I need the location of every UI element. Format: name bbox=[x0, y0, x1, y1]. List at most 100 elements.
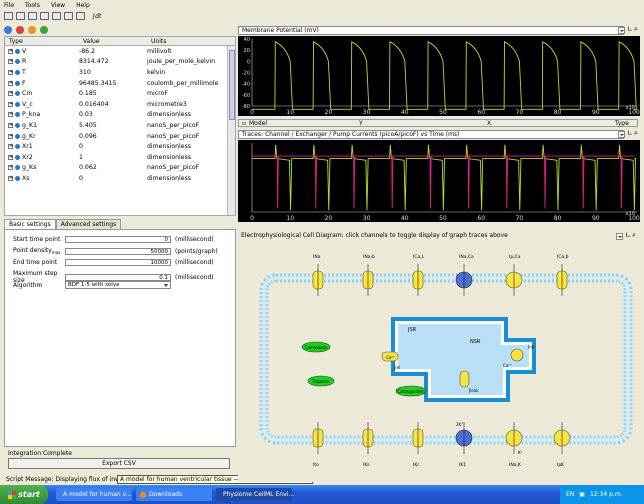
calsequestrin-blob[interactable] bbox=[395, 385, 427, 397]
tab-advanced-settings[interactable]: Advanced settings bbox=[55, 219, 122, 229]
plot1-title-select[interactable]: Membrane Potential (mV) bbox=[238, 26, 624, 35]
calmodulin-blob[interactable] bbox=[301, 341, 331, 353]
max-step-input[interactable]: 0.1 bbox=[65, 273, 171, 281]
save-icon[interactable] bbox=[28, 12, 37, 20]
variable-value[interactable]: 8314.472 bbox=[79, 58, 109, 66]
ryanodine-receptor-channel[interactable] bbox=[381, 351, 399, 362]
tray-network-icon[interactable]: ▣ bbox=[579, 491, 585, 498]
variable-value[interactable]: 310 bbox=[79, 68, 91, 76]
menu-tools[interactable]: Tools bbox=[25, 1, 40, 9]
trace-col-model[interactable]: Model bbox=[249, 119, 268, 127]
integrate-button[interactable]: ∫dt bbox=[92, 12, 102, 20]
refresh-icon[interactable] bbox=[40, 25, 48, 34]
expand-icon[interactable]: + bbox=[8, 90, 14, 97]
menu-file[interactable]: File bbox=[4, 1, 15, 9]
plot2-zoom-icon[interactable]: ⌕ bbox=[634, 129, 638, 137]
remove-icon[interactable] bbox=[16, 25, 24, 34]
new-icon[interactable] bbox=[4, 12, 13, 20]
task-firefox[interactable]: A model for human v... bbox=[56, 488, 132, 501]
expand-icon[interactable]: + bbox=[8, 143, 14, 150]
troponin-blob[interactable] bbox=[307, 375, 335, 387]
variable-value[interactable]: 0 bbox=[79, 143, 83, 151]
start-button[interactable]: start bbox=[0, 485, 48, 504]
plot2-title-select[interactable]: Traces: Channel / Exchanger / Pump Curre… bbox=[238, 130, 624, 139]
col-units[interactable]: Units bbox=[151, 37, 167, 45]
trace-col-y[interactable]: Y bbox=[359, 119, 363, 127]
variable-value[interactable]: 0.016404 bbox=[79, 100, 109, 108]
plot1-axis-icon[interactable]: ∟ bbox=[627, 25, 633, 33]
point-density-input[interactable]: 50000 bbox=[65, 247, 171, 255]
expand-icon[interactable]: + bbox=[8, 132, 14, 139]
plot1-dropdown-icon[interactable] bbox=[618, 27, 625, 34]
expand-icon[interactable]: + bbox=[8, 79, 14, 86]
trace-select-all[interactable]: ▫ bbox=[241, 119, 247, 127]
tab-basic-settings[interactable]: Basic settings bbox=[4, 219, 56, 229]
variables-scrollbar[interactable] bbox=[227, 46, 235, 215]
expand-icon[interactable]: + bbox=[8, 100, 14, 107]
variable-value[interactable]: 5.405 bbox=[79, 121, 97, 129]
menu-help[interactable]: Help bbox=[76, 1, 90, 9]
leak-channel[interactable] bbox=[459, 370, 470, 388]
x-tick-label: 30 bbox=[363, 109, 371, 116]
col-value[interactable]: Value bbox=[83, 37, 100, 45]
open-icon[interactable] bbox=[16, 12, 25, 20]
cell-diagram[interactable]: JSR NSR Calmodulin Troponin Calsequestri… bbox=[238, 242, 640, 482]
variable-value[interactable]: 0 bbox=[79, 174, 83, 182]
expand-icon[interactable]: + bbox=[8, 121, 14, 128]
diagram-dropdown-icon[interactable] bbox=[616, 233, 623, 240]
diagram-zoom-icon[interactable]: ⌕ bbox=[632, 231, 636, 239]
swap-icon[interactable] bbox=[28, 25, 36, 34]
expand-icon[interactable]: + bbox=[8, 58, 14, 65]
expand-icon[interactable]: + bbox=[8, 174, 14, 181]
task-downloads[interactable]: Downloads bbox=[136, 488, 212, 501]
expand-icon[interactable]: + bbox=[8, 164, 14, 171]
variable-value[interactable]: 1 bbox=[79, 153, 83, 161]
expand-icon[interactable]: + bbox=[8, 47, 14, 54]
plot2-axis-icon[interactable]: ∟ bbox=[627, 129, 633, 137]
expand-icon[interactable]: + bbox=[8, 111, 14, 118]
start-time-input[interactable]: 0 bbox=[65, 236, 171, 243]
save-as-icon[interactable] bbox=[40, 12, 49, 20]
algorithm-select[interactable]: BDF 1-5 with solve bbox=[65, 281, 171, 289]
col-type[interactable]: Type bbox=[9, 37, 23, 45]
trace-col-x[interactable]: X bbox=[487, 119, 492, 127]
expand-icon[interactable]: + bbox=[8, 68, 14, 75]
variable-value[interactable]: 0.062 bbox=[79, 164, 97, 172]
variable-value[interactable]: 0.03 bbox=[79, 111, 93, 119]
grid-icon[interactable] bbox=[64, 12, 73, 20]
graph-icon[interactable] bbox=[52, 12, 61, 20]
add-icon[interactable] bbox=[4, 25, 12, 34]
trace-col-type[interactable]: Type bbox=[615, 119, 629, 127]
serca-pump[interactable] bbox=[510, 348, 524, 362]
task-physiome[interactable]: Physiome CellML Envi... bbox=[216, 488, 294, 501]
expand-icon[interactable]: + bbox=[8, 153, 14, 160]
scroll-thumb[interactable] bbox=[229, 50, 235, 120]
plot1-zoom-icon[interactable]: ⌕ bbox=[634, 25, 638, 33]
menu-view[interactable]: View bbox=[50, 1, 66, 9]
variable-value[interactable]: 0.185 bbox=[79, 90, 97, 98]
plot2-dropdown-icon[interactable] bbox=[618, 131, 625, 138]
diagram-axis-icon[interactable]: ∟ bbox=[625, 231, 631, 239]
language-indicator[interactable]: EN bbox=[566, 491, 575, 498]
end-time-input[interactable]: 10000 bbox=[65, 259, 171, 266]
variable-value[interactable]: 0.096 bbox=[79, 132, 97, 140]
variable-value[interactable]: 96485.3415 bbox=[79, 79, 117, 87]
table-icon[interactable] bbox=[76, 12, 85, 20]
variable-value[interactable]: -86.2 bbox=[79, 47, 96, 55]
export-csv-button[interactable]: Export CSV bbox=[8, 458, 230, 469]
